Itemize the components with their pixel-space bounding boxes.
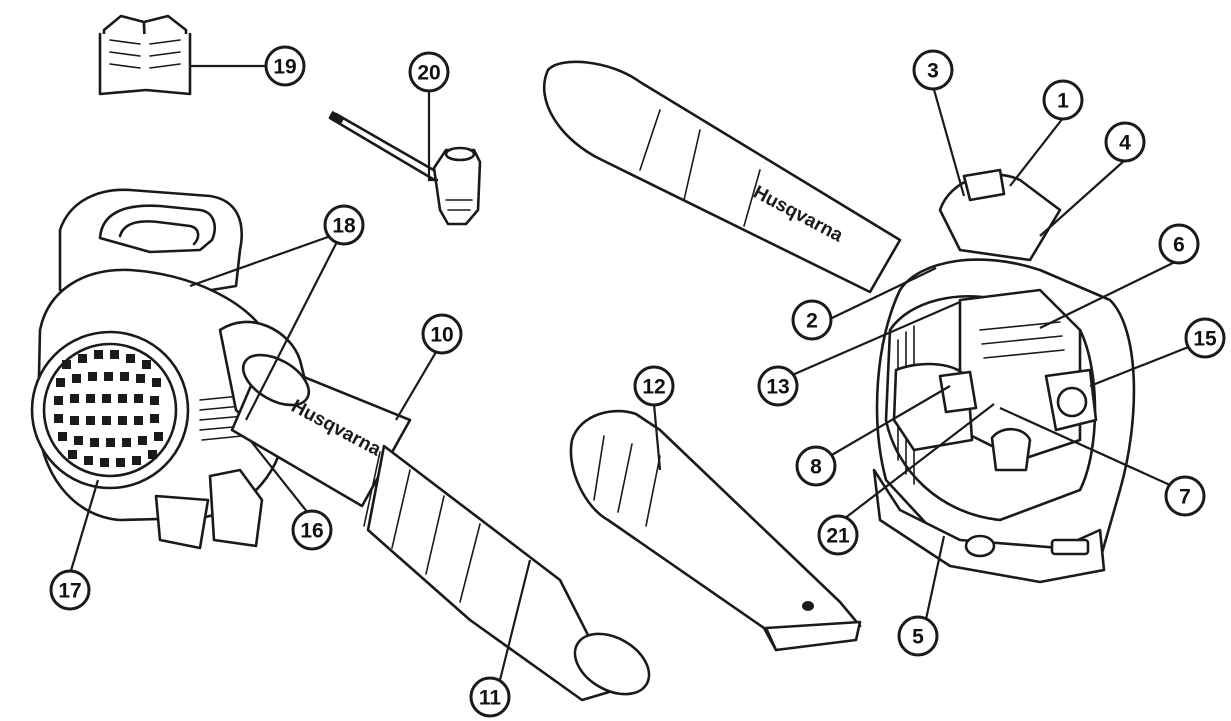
callout-label-8: 8: [810, 456, 822, 479]
callout-label-5: 5: [912, 626, 924, 649]
callout-label-10: 10: [430, 324, 453, 347]
leader-lines: [68, 64, 1192, 681]
callout-label-11: 11: [479, 687, 502, 710]
callout-16: 16: [291, 509, 333, 551]
callout-label-21: 21: [826, 525, 850, 548]
callout-2: 2: [791, 299, 833, 341]
callout-label-17: 17: [58, 580, 81, 603]
callout-20: 20: [408, 51, 450, 93]
manual-book-icon: [98, 14, 192, 96]
flat-nozzle: [569, 409, 862, 652]
callout-label-4: 4: [1119, 132, 1131, 155]
blower-rear-view: Husqvarna: [542, 60, 1136, 584]
callout-6: 6: [1158, 223, 1200, 265]
callout-21: 21: [817, 514, 859, 556]
callout-label-16: 16: [300, 520, 323, 543]
callout-3: 3: [912, 49, 954, 91]
callout-label-20: 20: [417, 62, 440, 85]
callout-label-19: 19: [273, 56, 296, 79]
spark-plug-wrench-icon: [328, 110, 482, 226]
callout-label-7: 7: [1179, 486, 1191, 509]
callout-10: 10: [421, 313, 463, 355]
callout-5: 5: [897, 615, 939, 657]
callout-11: 11: [469, 676, 511, 718]
callout-15: 15: [1184, 317, 1226, 359]
callout-label-3: 3: [927, 60, 939, 83]
callout-19: 19: [264, 45, 306, 87]
callout-1: 1: [1042, 79, 1084, 121]
callout-label-13: 13: [766, 376, 789, 399]
callout-label-18: 18: [332, 215, 356, 238]
callout-18: 18: [323, 204, 365, 246]
callout-label-12: 12: [642, 376, 665, 399]
callout-12: 12: [633, 365, 675, 407]
callout-label-6: 6: [1173, 234, 1185, 257]
callout-7: 7: [1164, 475, 1206, 517]
callout-label-1: 1: [1057, 90, 1069, 113]
callout-label-2: 2: [806, 310, 818, 333]
blower-side-view: Husqvarna: [30, 188, 651, 702]
callout-label-15: 15: [1193, 328, 1217, 351]
callout-8: 8: [795, 445, 837, 487]
callout-4: 4: [1104, 121, 1146, 163]
callout-17: 17: [49, 569, 91, 611]
callout-13: 13: [757, 365, 799, 407]
